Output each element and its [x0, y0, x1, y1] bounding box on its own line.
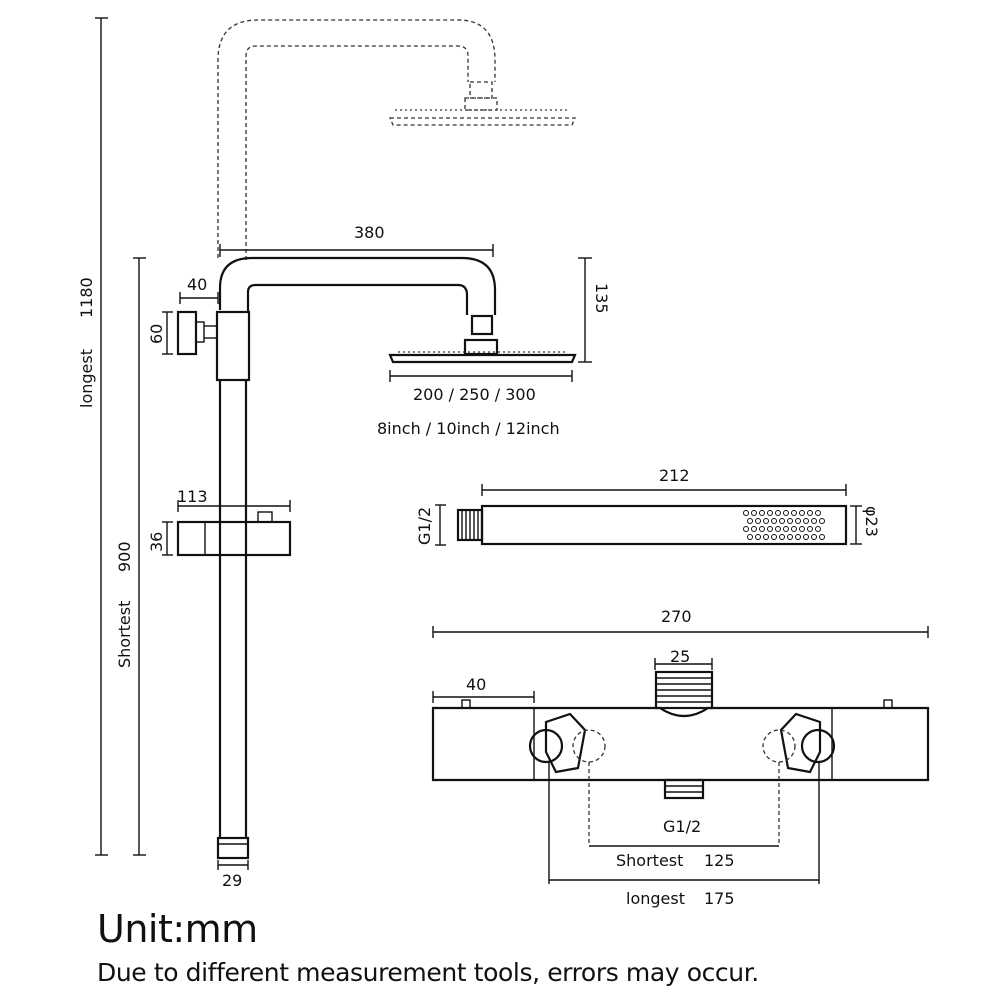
valve-end-cap-value: 40 — [466, 675, 486, 694]
head-size-dimension: 200 / 250 / 300 8inch / 10inch / 12inch — [377, 370, 573, 438]
valve-longest-value: 175 — [704, 889, 735, 908]
valve-width-value: 270 — [661, 607, 692, 626]
handheld-diameter-value: φ23 — [862, 506, 881, 537]
handheld-thread-dimension: G1/2 — [415, 504, 446, 546]
longest-value: 1180 — [77, 277, 96, 318]
shower-head — [388, 314, 577, 364]
extended-riser-dashed — [217, 19, 576, 260]
shortest-dimension: Shortest 900 — [115, 257, 146, 856]
longest-dimension: longest 1180 — [77, 17, 108, 856]
bracket-offset-value: 40 — [187, 275, 207, 294]
head-drop-dimension: 135 — [578, 257, 611, 363]
valve-end-cap-dimension: 40 — [432, 675, 535, 703]
handheld-shower — [456, 504, 848, 546]
wall-bracket — [176, 310, 217, 356]
arm-width-dimension: 380 — [219, 223, 494, 257]
spray-nozzle-grid — [743, 510, 825, 540]
handheld-thread-value: G1/2 — [415, 507, 434, 545]
valve-longest-label: longest — [626, 889, 685, 908]
unit-caption: Unit:mm — [97, 907, 258, 951]
handheld-length-dimension: 212 — [481, 466, 847, 496]
head-sizes-mm: 200 / 250 / 300 — [413, 385, 536, 404]
head-sizes-inch: 8inch / 10inch / 12inch — [377, 419, 560, 438]
holder-height-dimension: 36 — [147, 521, 173, 556]
longest-label: longest — [77, 349, 96, 408]
valve-inlet-value: G1/2 — [663, 817, 701, 836]
holder-width-value: 113 — [177, 487, 208, 506]
arm-width-value: 380 — [354, 223, 385, 242]
bracket-offset-dimension: 40 — [179, 275, 219, 304]
holder-width-dimension: 113 — [177, 487, 291, 512]
valve-top-outlet-dimension: 25 — [654, 647, 713, 670]
valve-top-outlet-value: 25 — [670, 647, 690, 666]
valve-longest-dimension: longest 175 — [548, 762, 820, 908]
bracket-height-value: 60 — [147, 324, 166, 344]
shortest-value: 900 — [115, 541, 134, 572]
measurement-note: Due to different measurement tools, erro… — [97, 958, 759, 987]
shortest-label: Shortest — [115, 601, 134, 668]
valve-shortest-dimension: Shortest 125 — [588, 762, 780, 870]
bracket-height-dimension: 60 — [147, 311, 173, 355]
head-drop-value: 135 — [592, 283, 611, 314]
handheld-holder — [176, 511, 292, 557]
valve-shortest-value: 125 — [704, 851, 735, 870]
handheld-diameter-dimension: φ23 — [850, 505, 881, 545]
thermostatic-valve: G1/2 — [431, 670, 930, 836]
pipe-diameter-dimension: 29 — [217, 860, 249, 890]
pipe-diameter-value: 29 — [222, 871, 242, 890]
handheld-length-value: 212 — [659, 466, 690, 485]
valve-width-dimension: 270 — [432, 607, 929, 638]
valve-shortest-label: Shortest — [616, 851, 683, 870]
main-riser — [215, 256, 497, 860]
holder-height-value: 36 — [147, 532, 166, 552]
